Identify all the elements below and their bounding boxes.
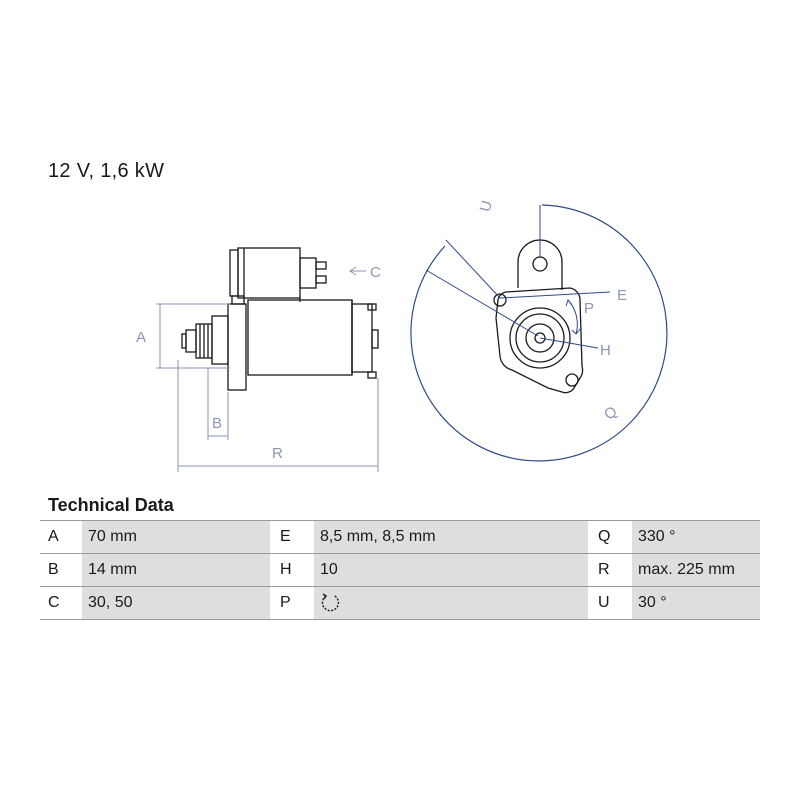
label-u: U bbox=[477, 199, 496, 214]
param-key: P bbox=[270, 586, 314, 620]
param-value: 330 ° bbox=[632, 520, 760, 554]
label-h: H bbox=[600, 342, 611, 359]
rotation-clockwise-icon bbox=[321, 593, 340, 612]
dimension-lines bbox=[156, 266, 379, 472]
label-r: R bbox=[272, 445, 283, 462]
param-value: 30, 50 bbox=[82, 586, 270, 620]
param-value-rotation bbox=[314, 586, 588, 620]
param-value: 14 mm bbox=[82, 553, 270, 587]
technical-data-table: A 70 mm E 8,5 mm, 8,5 mm Q 330 ° B 14 mm… bbox=[40, 520, 760, 620]
label-e: E bbox=[617, 287, 627, 304]
param-key: Q bbox=[588, 520, 632, 554]
param-key: H bbox=[270, 553, 314, 587]
label-c: C bbox=[370, 264, 381, 281]
param-key: R bbox=[588, 553, 632, 587]
section-title: Technical Data bbox=[48, 495, 174, 515]
param-value: max. 225 mm bbox=[632, 553, 760, 587]
param-value: 8,5 mm, 8,5 mm bbox=[314, 520, 588, 554]
param-key: E bbox=[270, 520, 314, 554]
label-a: A bbox=[136, 329, 146, 346]
param-value: 70 mm bbox=[82, 520, 270, 554]
param-key: B bbox=[40, 553, 82, 587]
param-value: 10 bbox=[314, 553, 588, 587]
param-key: U bbox=[588, 586, 632, 620]
side-view bbox=[181, 247, 379, 391]
page-title: 12 V, 1,6 kW bbox=[48, 160, 165, 182]
table-row: C 30, 50 P U 30 ° bbox=[40, 586, 760, 620]
param-value: 30 ° bbox=[632, 586, 760, 620]
rotation-arc bbox=[410, 204, 668, 462]
label-b: B bbox=[212, 415, 222, 432]
front-view bbox=[493, 239, 584, 394]
table-row: A 70 mm E 8,5 mm, 8,5 mm Q 330 ° bbox=[40, 520, 760, 554]
param-key: C bbox=[40, 586, 82, 620]
table-row: B 14 mm H 10 R max. 225 mm bbox=[40, 553, 760, 587]
label-p: P bbox=[584, 300, 594, 317]
param-key: A bbox=[40, 520, 82, 554]
label-q: Q bbox=[601, 403, 621, 424]
